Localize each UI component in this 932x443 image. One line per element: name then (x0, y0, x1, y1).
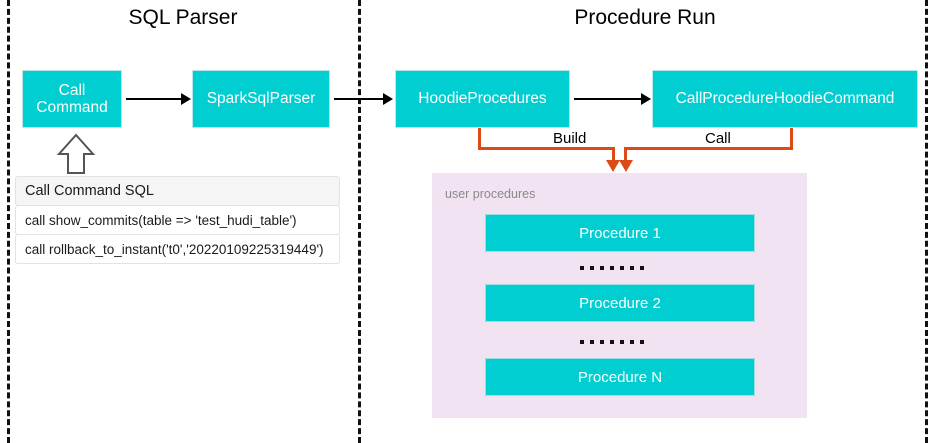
sql-table-row-1: call show_commits(table => 'test_hudi_ta… (15, 205, 340, 235)
box-hoodie-procedures[interactable]: HoodieProcedures (395, 70, 570, 128)
procedure-box-2[interactable]: Procedure 2 (485, 284, 755, 322)
box-call-command-line1: Call (58, 81, 86, 99)
box-spark-sql-parser[interactable]: SparkSqlParser (192, 70, 330, 128)
procedure-separator-dots-2 (580, 340, 644, 344)
call-label: Call (700, 130, 736, 147)
sql-table-row-2: call rollback_to_instant('t0','202201092… (15, 234, 340, 264)
procedure-box-1[interactable]: Procedure 1 (485, 214, 755, 252)
arrow-procedures-to-command-line (574, 98, 642, 100)
call-command-sql-table: Call Command SQL call show_commits(table… (15, 176, 340, 266)
call-connector-horizontal (624, 147, 793, 150)
divider-middle (358, 0, 361, 443)
build-connector-vertical-left (478, 128, 481, 150)
divider-right (925, 0, 928, 443)
box-call-command-line2: Command (36, 99, 108, 116)
build-connector-vertical-right (612, 147, 615, 162)
section-title-procedure-run: Procedure Run (574, 6, 716, 29)
build-label: Build (548, 130, 592, 147)
arrow-parser-to-procedures-line (334, 98, 384, 100)
procedure-box-n[interactable]: Procedure N (485, 358, 755, 396)
call-arrow-head (619, 160, 633, 172)
call-connector-vertical-left (624, 147, 627, 162)
user-procedures-label: user procedures (445, 187, 536, 201)
up-arrow-icon (56, 133, 96, 175)
build-connector-horizontal (478, 147, 615, 150)
arrow-parser-to-procedures-head (383, 93, 393, 105)
box-call-command[interactable]: Call Command (22, 70, 122, 128)
section-title-sql-parser: SQL Parser (128, 6, 238, 29)
arrow-call-command-to-parser-line (126, 98, 182, 100)
build-arrow-head (606, 160, 620, 172)
sql-table-header: Call Command SQL (15, 176, 340, 206)
arrow-call-command-to-parser-head (181, 93, 191, 105)
arrow-procedures-to-command-head (641, 93, 651, 105)
call-connector-vertical-right (790, 128, 793, 150)
divider-left (7, 0, 10, 443)
box-call-procedure-hoodie-command[interactable]: CallProcedureHoodieCommand (652, 70, 918, 128)
procedure-separator-dots-1 (580, 266, 644, 270)
